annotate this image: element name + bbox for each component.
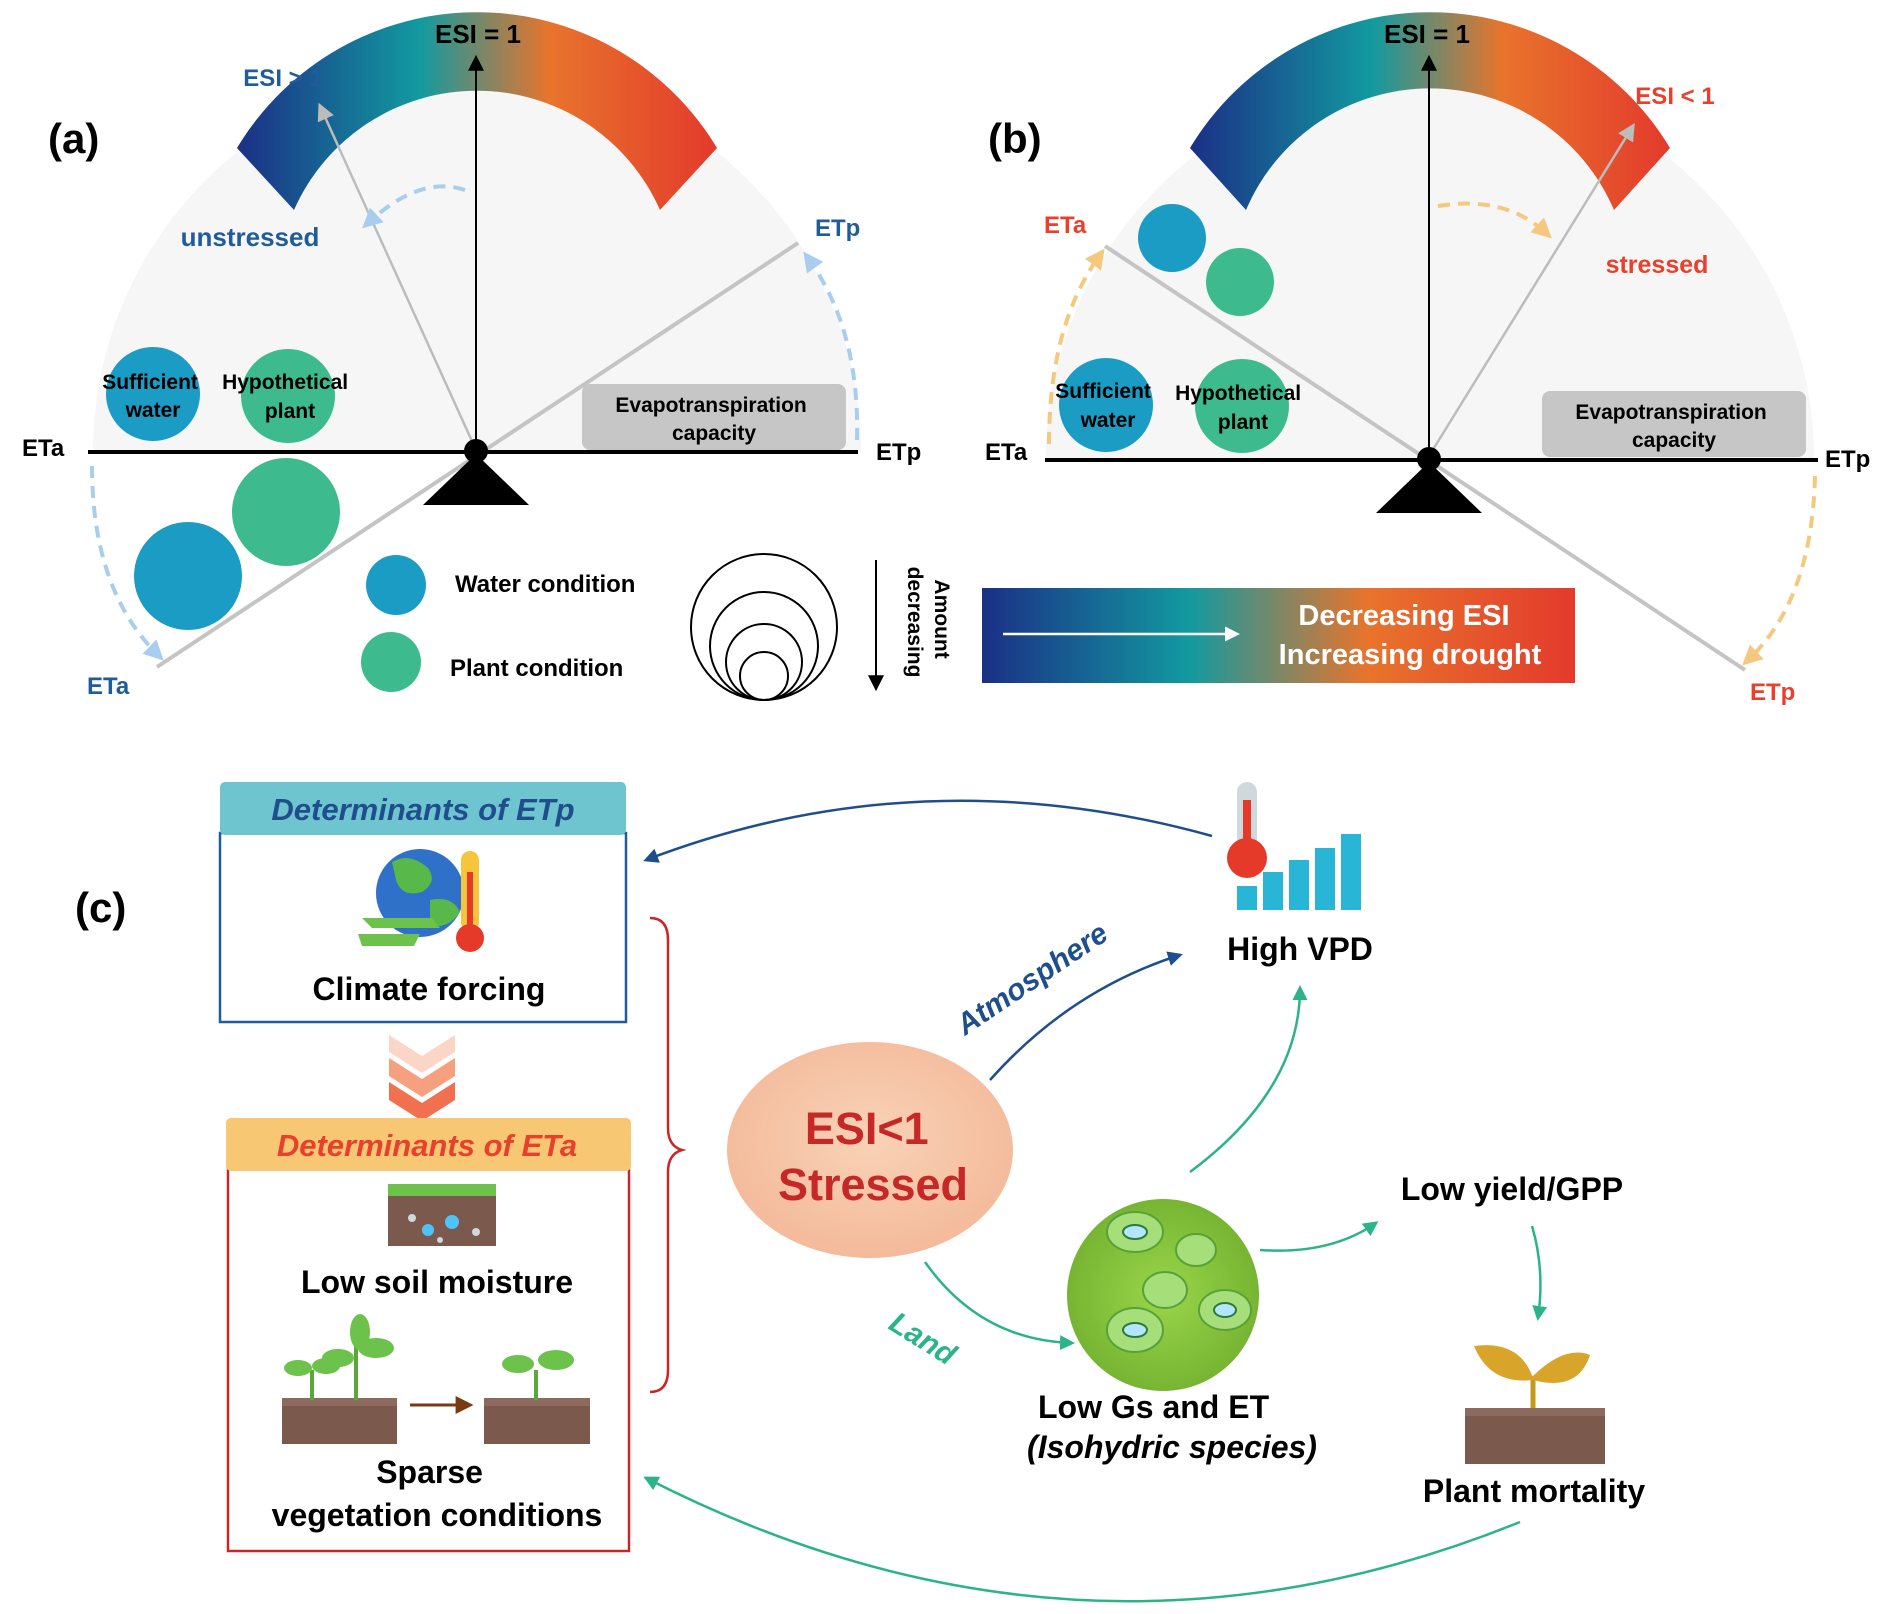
panel-a-eta-lower-label: ETa	[87, 673, 130, 700]
panel-b-plant-circle	[1195, 359, 1289, 453]
panel-b-plant-circle-label: Hypothetical plant	[1175, 382, 1307, 434]
climate-forcing-icon	[358, 849, 484, 952]
panel-a-eta-left-label: ETa	[22, 435, 65, 462]
panel-a-etp-rise-arrow	[803, 251, 860, 441]
amount-circles-icon	[690, 553, 838, 701]
panel-a-pivot	[464, 439, 488, 463]
panel-b-etp-lower-label: ETp	[1750, 679, 1795, 706]
panel-a-eta-drop-arrow	[90, 465, 164, 661]
panel-a-water-circle	[106, 347, 200, 441]
low-soil-moisture-label: Low soil moisture	[301, 1264, 573, 1300]
amount-decreasing-label: Amount decreasing	[903, 567, 953, 678]
panel-b-esi-state-label: ESI < 1	[1635, 83, 1714, 110]
panel-a-status-label: unstressed	[181, 222, 320, 252]
withered-plant-icon	[1465, 1345, 1605, 1464]
panel-c-label: (c)	[75, 884, 126, 931]
yield-to-mortality-arrow	[1530, 1225, 1548, 1321]
chevron-down-icon	[389, 1035, 455, 1121]
legend-plant-dot	[361, 632, 421, 692]
esi-stressed-label: ESI<1 Stressed	[778, 1103, 968, 1210]
panel-a-etp-upper-label: ETp	[815, 215, 860, 242]
panel-a: (a) ESI = 1 ESI > 1 unstressed ETa ETp E…	[22, 12, 953, 701]
panel-a-fulcrum	[423, 454, 529, 505]
sparse-vegetation-label: Sparse vegetation conditions	[272, 1454, 603, 1533]
panel-a-large-plant-circle	[232, 458, 340, 566]
panel-b-status-label: stressed	[1606, 251, 1709, 279]
climate-forcing-label: Climate forcing	[313, 971, 546, 1007]
panel-b-fulcrum	[1376, 462, 1482, 513]
land-arrow	[923, 1261, 1075, 1351]
panel-b-water-circle	[1059, 358, 1153, 452]
atmosphere-label: Atmosphere	[950, 917, 1114, 1043]
soil-moisture-icon	[388, 1184, 496, 1246]
panel-b-pivot	[1417, 447, 1441, 471]
panel-b-esi-pointer	[1427, 123, 1635, 457]
panel-b-small-plant-circle	[1206, 248, 1274, 316]
panel-b-small-water-circle	[1138, 204, 1206, 272]
legend-water-label: Water condition	[455, 571, 635, 598]
gs-to-yield-arrow	[1259, 1221, 1379, 1252]
panel-b-eta-rise-arrow	[1047, 248, 1105, 445]
panel-b-capacity-box	[1542, 391, 1806, 457]
panel-a-label: (a)	[48, 115, 99, 162]
land-label: Land	[883, 1306, 962, 1372]
dense-vegetation-icon	[282, 1314, 397, 1444]
esi-stressed-oval	[727, 1042, 1013, 1258]
panel-b-etp-drop-arrow	[1742, 475, 1817, 666]
panel-b-rotation-arrow	[1437, 201, 1552, 239]
panel-a-plant-circle	[241, 349, 335, 443]
panel-b-etp-right-label: ETp	[1825, 446, 1870, 473]
panel-b: (b) ESI = 1 ESI < 1 stressed ETa ETp ETa…	[982, 12, 1870, 706]
high-vpd-icon	[1227, 782, 1361, 910]
high-vpd-label: High VPD	[1227, 931, 1373, 967]
esi-gradient-legend-bar	[982, 588, 1575, 683]
panel-a-large-water-circle	[134, 522, 242, 630]
panel-b-esi-top-label: ESI = 1	[1384, 19, 1470, 49]
panel-a-esi-top-label: ESI = 1	[435, 19, 521, 49]
mortality-to-eta-arrow	[643, 1476, 1521, 1603]
low-yield-label: Low yield/GPP	[1401, 1171, 1623, 1207]
panel-c: (c) Determinants of ETp Climate forcing …	[75, 782, 1645, 1603]
stomata-cells-icon	[1067, 1199, 1259, 1391]
panel-a-esi-state-label: ESI > 1	[243, 65, 322, 92]
sparse-vegetation-icon	[484, 1350, 590, 1444]
panel-b-eta-upper-label: ETa	[1044, 212, 1087, 239]
atmosphere-arrow	[989, 951, 1183, 1081]
panel-b-label: (b)	[988, 115, 1042, 162]
panel-a-capacity-box	[582, 384, 846, 450]
eta-determinants-header	[226, 1118, 631, 1171]
panel-a-capacity-label: Evapotranspiration capacity	[615, 394, 812, 445]
eta-determinants-title: Determinants of ETa	[277, 1128, 577, 1163]
panel-b-eta-left-label: ETa	[985, 439, 1028, 466]
esi-gradient-legend-label: Decreasing ESI Increasing drought	[1279, 600, 1542, 671]
etp-determinants-title: Determinants of ETp	[271, 792, 574, 827]
panel-a-esi-gauge	[237, 12, 717, 211]
panel-a-rotation-arrow	[362, 184, 466, 229]
etp-determinants-header	[220, 782, 626, 835]
panel-b-esi-gauge	[1190, 12, 1670, 210]
legend-water-dot	[366, 555, 426, 615]
panel-a-plant-circle-label: Hypothetical plant	[222, 371, 354, 423]
panel-a-etp-right-label: ETp	[876, 439, 921, 466]
gs-to-vpd-arrow	[1189, 985, 1308, 1174]
determinants-bracket	[649, 916, 687, 1394]
low-gs-et-label: Low Gs and ET (Isohydric species)	[1027, 1389, 1317, 1465]
panel-a-water-circle-label: Sufficient water	[102, 371, 204, 422]
legend-plant-label: Plant condition	[450, 655, 623, 682]
panel-a-esi-pointer	[317, 102, 478, 451]
plant-mortality-label: Plant mortality	[1423, 1473, 1645, 1509]
vpd-to-etp-arrow	[643, 799, 1213, 863]
panel-b-capacity-label: Evapotranspiration capacity	[1575, 401, 1772, 452]
panel-b-water-circle-label: Sufficient water	[1055, 380, 1157, 432]
